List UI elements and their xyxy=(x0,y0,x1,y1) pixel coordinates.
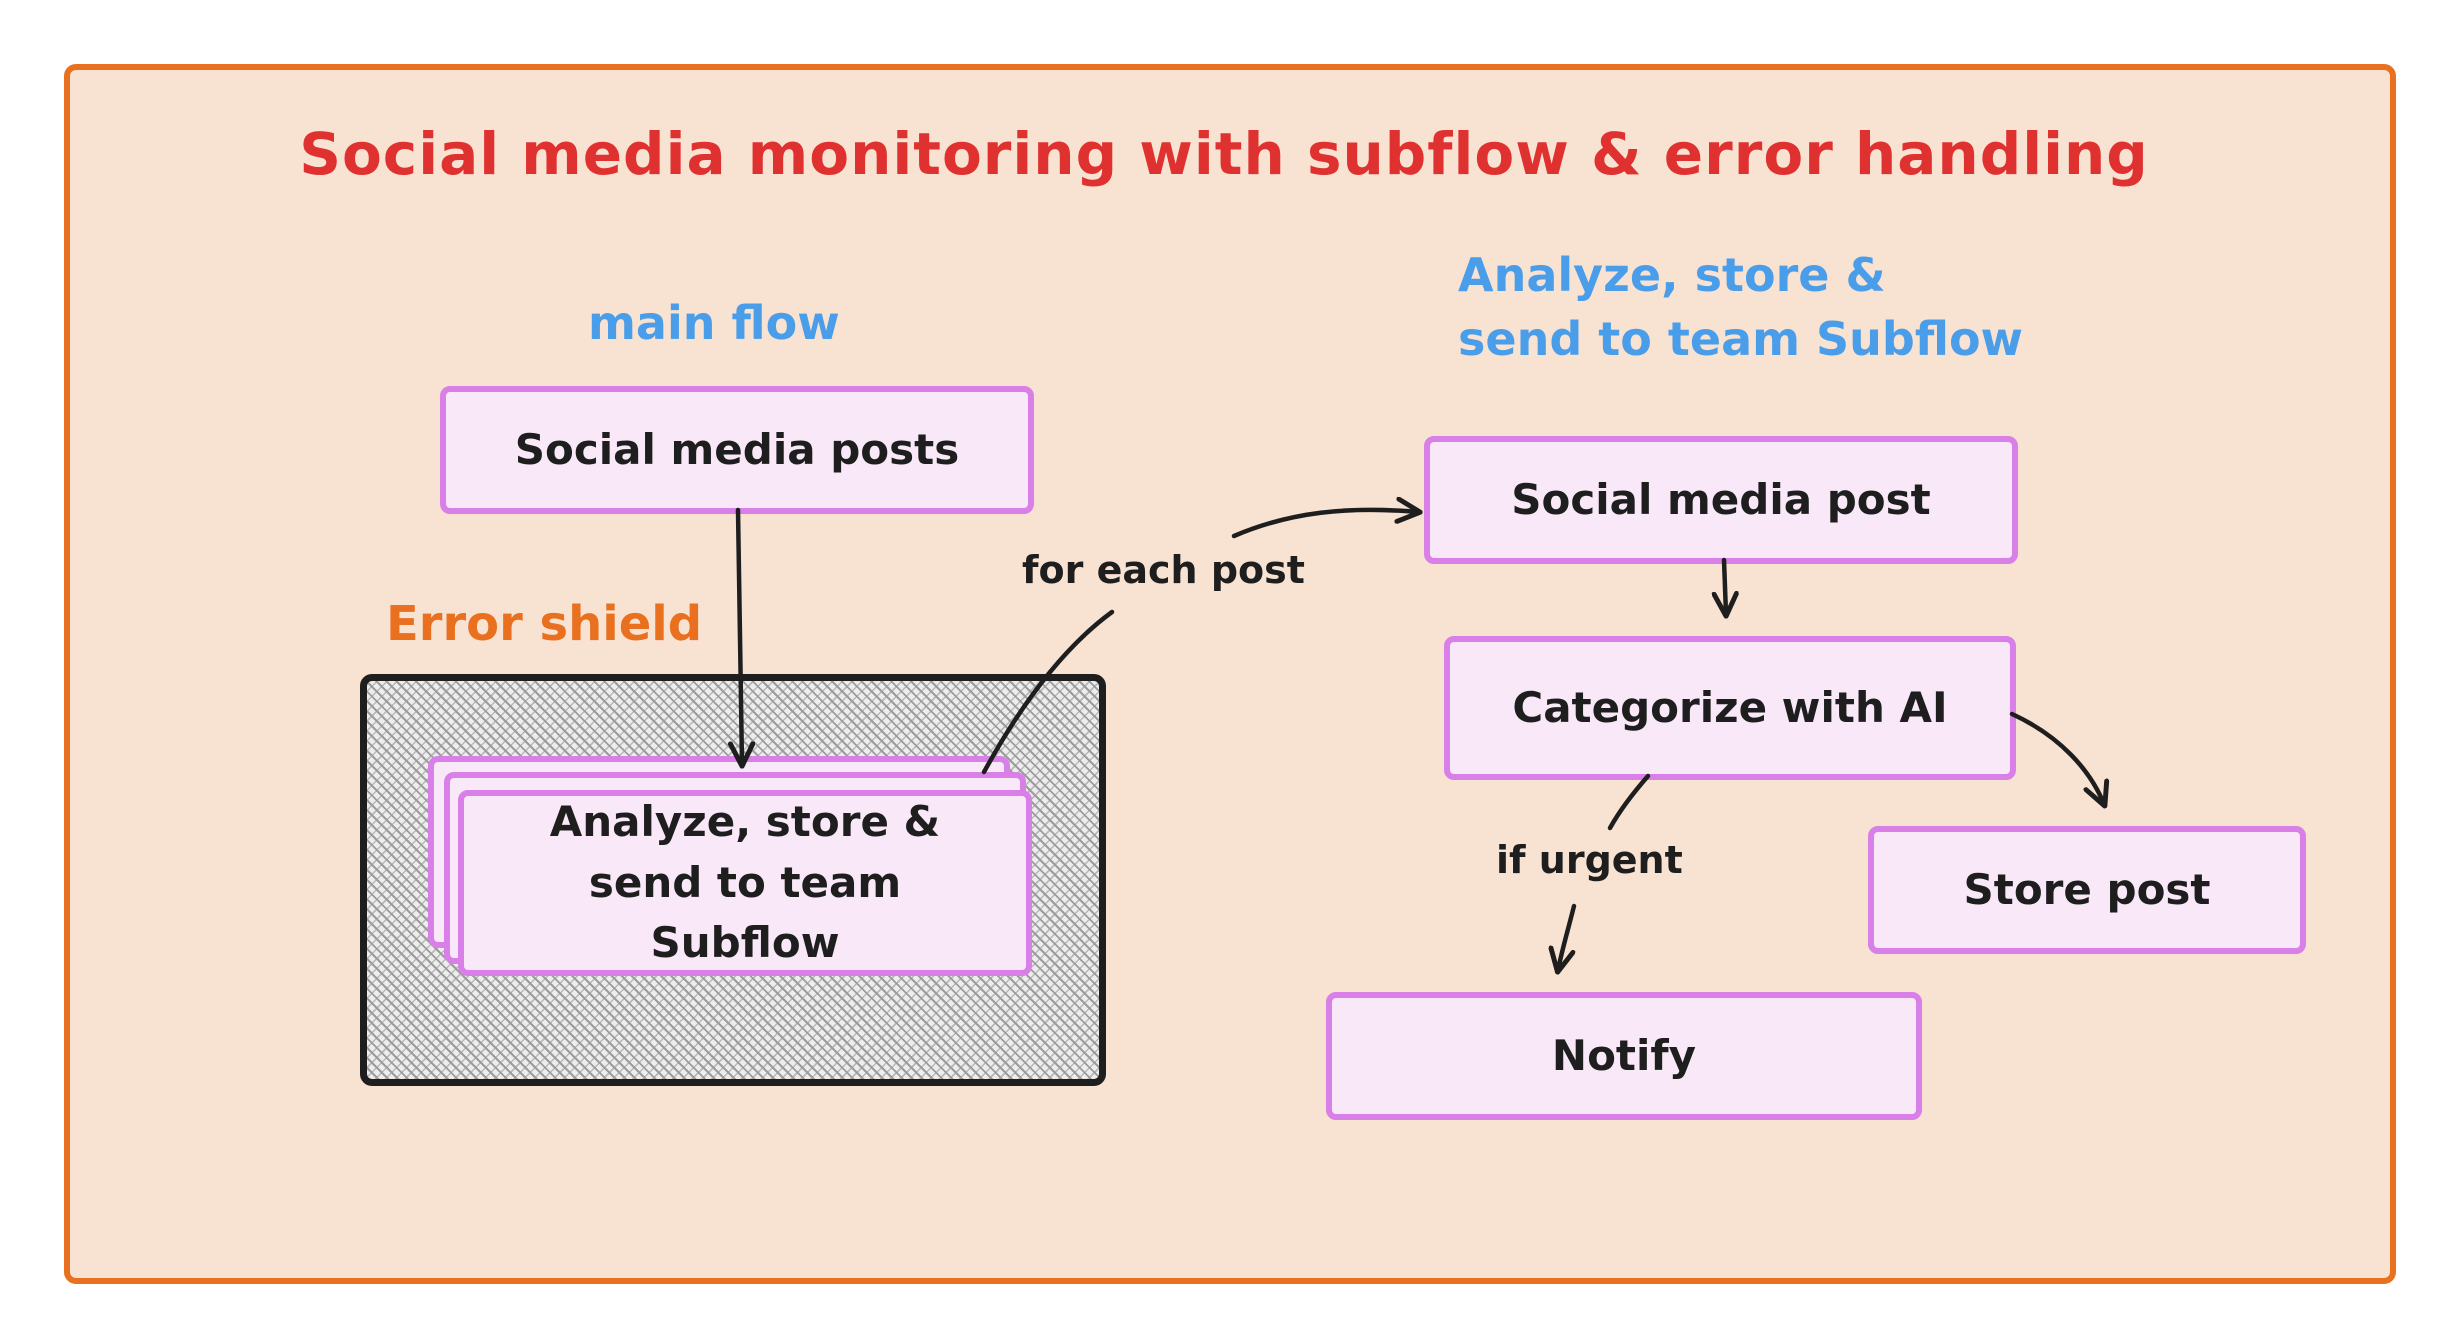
edge-label-if-urgent: if urgent xyxy=(1496,838,1683,882)
arrow-categorize-to-store xyxy=(2009,711,2104,804)
diagram-title: Social media monitoring with subflow & e… xyxy=(299,120,2149,188)
arrow-post-to-categorize xyxy=(1724,557,1726,614)
error-shield-label: Error shield xyxy=(386,596,703,652)
node-social-media-post: Social media post xyxy=(1424,436,2018,564)
node-notify: Notify xyxy=(1326,992,1922,1120)
subflow-label-line1: Analyze, store & xyxy=(1458,248,1886,302)
edge-label-for-each-post: for each post xyxy=(1022,548,1305,592)
node-subflow-call: Analyze, store & send to team Subflow xyxy=(458,790,1032,976)
node-store-post: Store post xyxy=(1868,826,2306,954)
arrow-for-each-end xyxy=(1231,510,1418,539)
subflow-label-line2: send to team Subflow xyxy=(1458,312,2024,366)
arrow-posts-to-subflow xyxy=(738,507,742,764)
node-categorize-with-ai: Categorize with AI xyxy=(1444,636,2016,780)
arrow-categorize-to-urgent xyxy=(1607,773,1651,831)
main-flow-label: main flow xyxy=(588,296,840,350)
arrow-for-each-start xyxy=(981,609,1115,775)
node-social-media-posts: Social media posts xyxy=(440,386,1034,514)
arrow-urgent-to-notify xyxy=(1558,903,1577,970)
